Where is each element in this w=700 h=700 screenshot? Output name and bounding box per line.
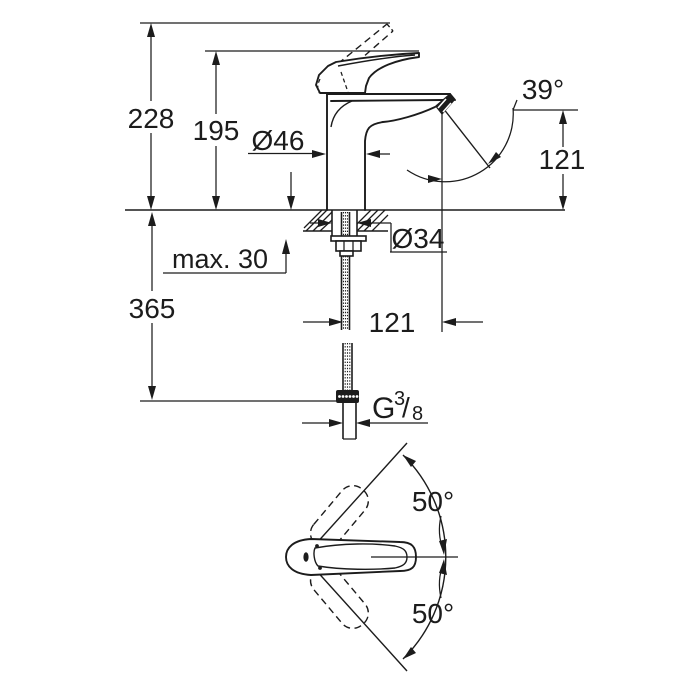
faucet-front-view [315,23,456,211]
dimension-total-height: 228 [124,22,390,210]
dimension-body-diameter: Ø46 [248,125,390,210]
mounting-assembly [303,209,389,440]
label-thread-denominator: 8 [412,403,423,425]
label-total-height: 228 [128,103,175,134]
dimension-spout-projection: 121 [303,307,483,338]
dimension-max-deck-thickness: max. 30 [163,239,290,274]
countertop-section [303,209,389,232]
handle-lever [315,52,420,94]
label-spout-projection: 121 [369,307,416,338]
spout-aerator [435,94,455,115]
shank-and-nut [330,210,367,257]
label-handle-height: 195 [193,115,240,146]
label-max-deck-thickness: max. 30 [172,244,268,274]
swing-limit-upper-line [313,442,408,547]
label-thread-prefix: G [372,392,395,425]
label-body-diameter: Ø46 [252,125,305,156]
dimension-spray-angle: 39° [406,74,564,332]
label-below-deck-length: 365 [129,293,176,324]
label-thread-numerator: 3 [394,388,405,410]
label-swing-upper: 50° [412,486,454,517]
supply-hose [340,212,353,390]
label-swing-lower: 50° [412,598,454,629]
label-shank-diameter: Ø34 [392,223,445,254]
handle-rotation-view: 50° 50° [285,442,458,672]
dimension-below-deck-length: 365 [125,212,336,402]
swing-arc [402,454,447,660]
label-spout-height: 121 [539,144,586,175]
faucet-body [326,93,456,211]
dimension-shank-diameter: Ø34 [310,219,447,254]
label-spray-angle: 39° [522,74,564,105]
handle-top-view [285,538,417,576]
dimension-spout-height: 121 [513,109,588,210]
dimension-handle-height: 195 [190,50,419,210]
hose-connector [336,390,359,440]
label-thread-slash: / [402,392,410,423]
swing-limit-lower-line [313,567,408,672]
thread-size-callout: G 3 / 8 [302,388,428,427]
